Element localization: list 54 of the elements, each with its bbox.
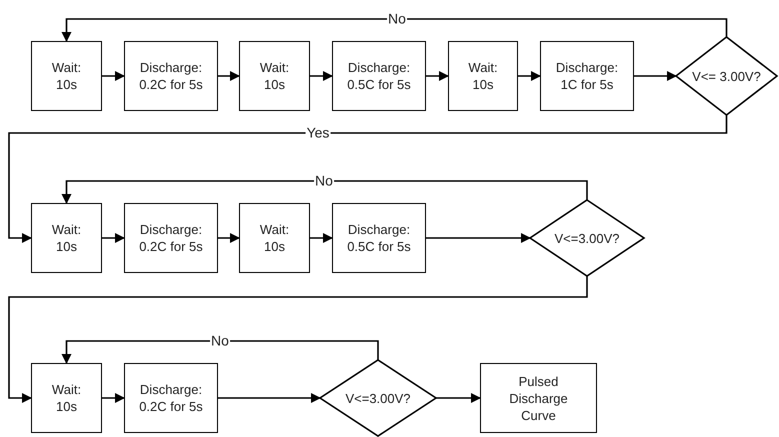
arrow [518,71,541,81]
node-text: V<=3.00V? [345,390,411,406]
arrow [62,340,379,364]
process-box [448,41,518,111]
arrow [218,393,321,403]
process-box [31,41,102,111]
arrow [102,393,125,403]
node-text: Discharge: 1C for 5s [554,59,620,93]
arrow [218,71,240,81]
process-box [480,363,597,433]
arrow [62,18,728,42]
node-text: Discharge: 0.2C for 5s [138,221,204,255]
node-text: Wait: 10s [50,221,82,255]
node-text: Discharge: 0.5C for 5s [346,59,412,93]
arrow [310,71,333,81]
node-text: Wait: 10s [50,59,82,93]
decision-diamond [530,200,644,276]
arrow [426,233,531,243]
arrow [102,71,125,81]
node-text: Wait: 10s [258,59,290,93]
decision-diamond [676,37,777,115]
node-text: Wait: 10s [50,381,82,415]
arrow [8,115,728,243]
arrow [62,180,588,204]
process-box [31,363,102,433]
arrow [310,233,333,243]
arrow [102,233,125,243]
arrow [426,71,449,81]
node-text: V<= 3.00V? [692,68,761,84]
node-text: V<=3.00V? [554,230,620,246]
arrow [634,71,677,81]
node-text: Discharge: 0.2C for 5s [138,381,204,415]
decision-diamond [320,360,436,436]
arrow [8,276,588,403]
process-box [124,41,218,111]
process-box [332,203,426,273]
edge-label: Yes [306,126,330,140]
process-box [124,203,218,273]
process-box [124,363,218,433]
node-text: Wait: 10s [467,59,499,93]
node-text: Pulsed Discharge Curve [508,372,569,424]
process-box [239,203,310,273]
node-text: Discharge: 0.5C for 5s [346,221,412,255]
arrow [436,393,481,403]
process-box [31,203,102,273]
process-box [239,41,310,111]
arrow [218,233,240,243]
node-text: Wait: 10s [258,221,290,255]
node-text: Discharge: 0.2C for 5s [138,59,204,93]
edge-label: No [387,12,407,26]
edge-label: No [210,334,230,348]
edge-label: No [314,174,334,188]
process-box [540,41,634,111]
process-box [332,41,426,111]
